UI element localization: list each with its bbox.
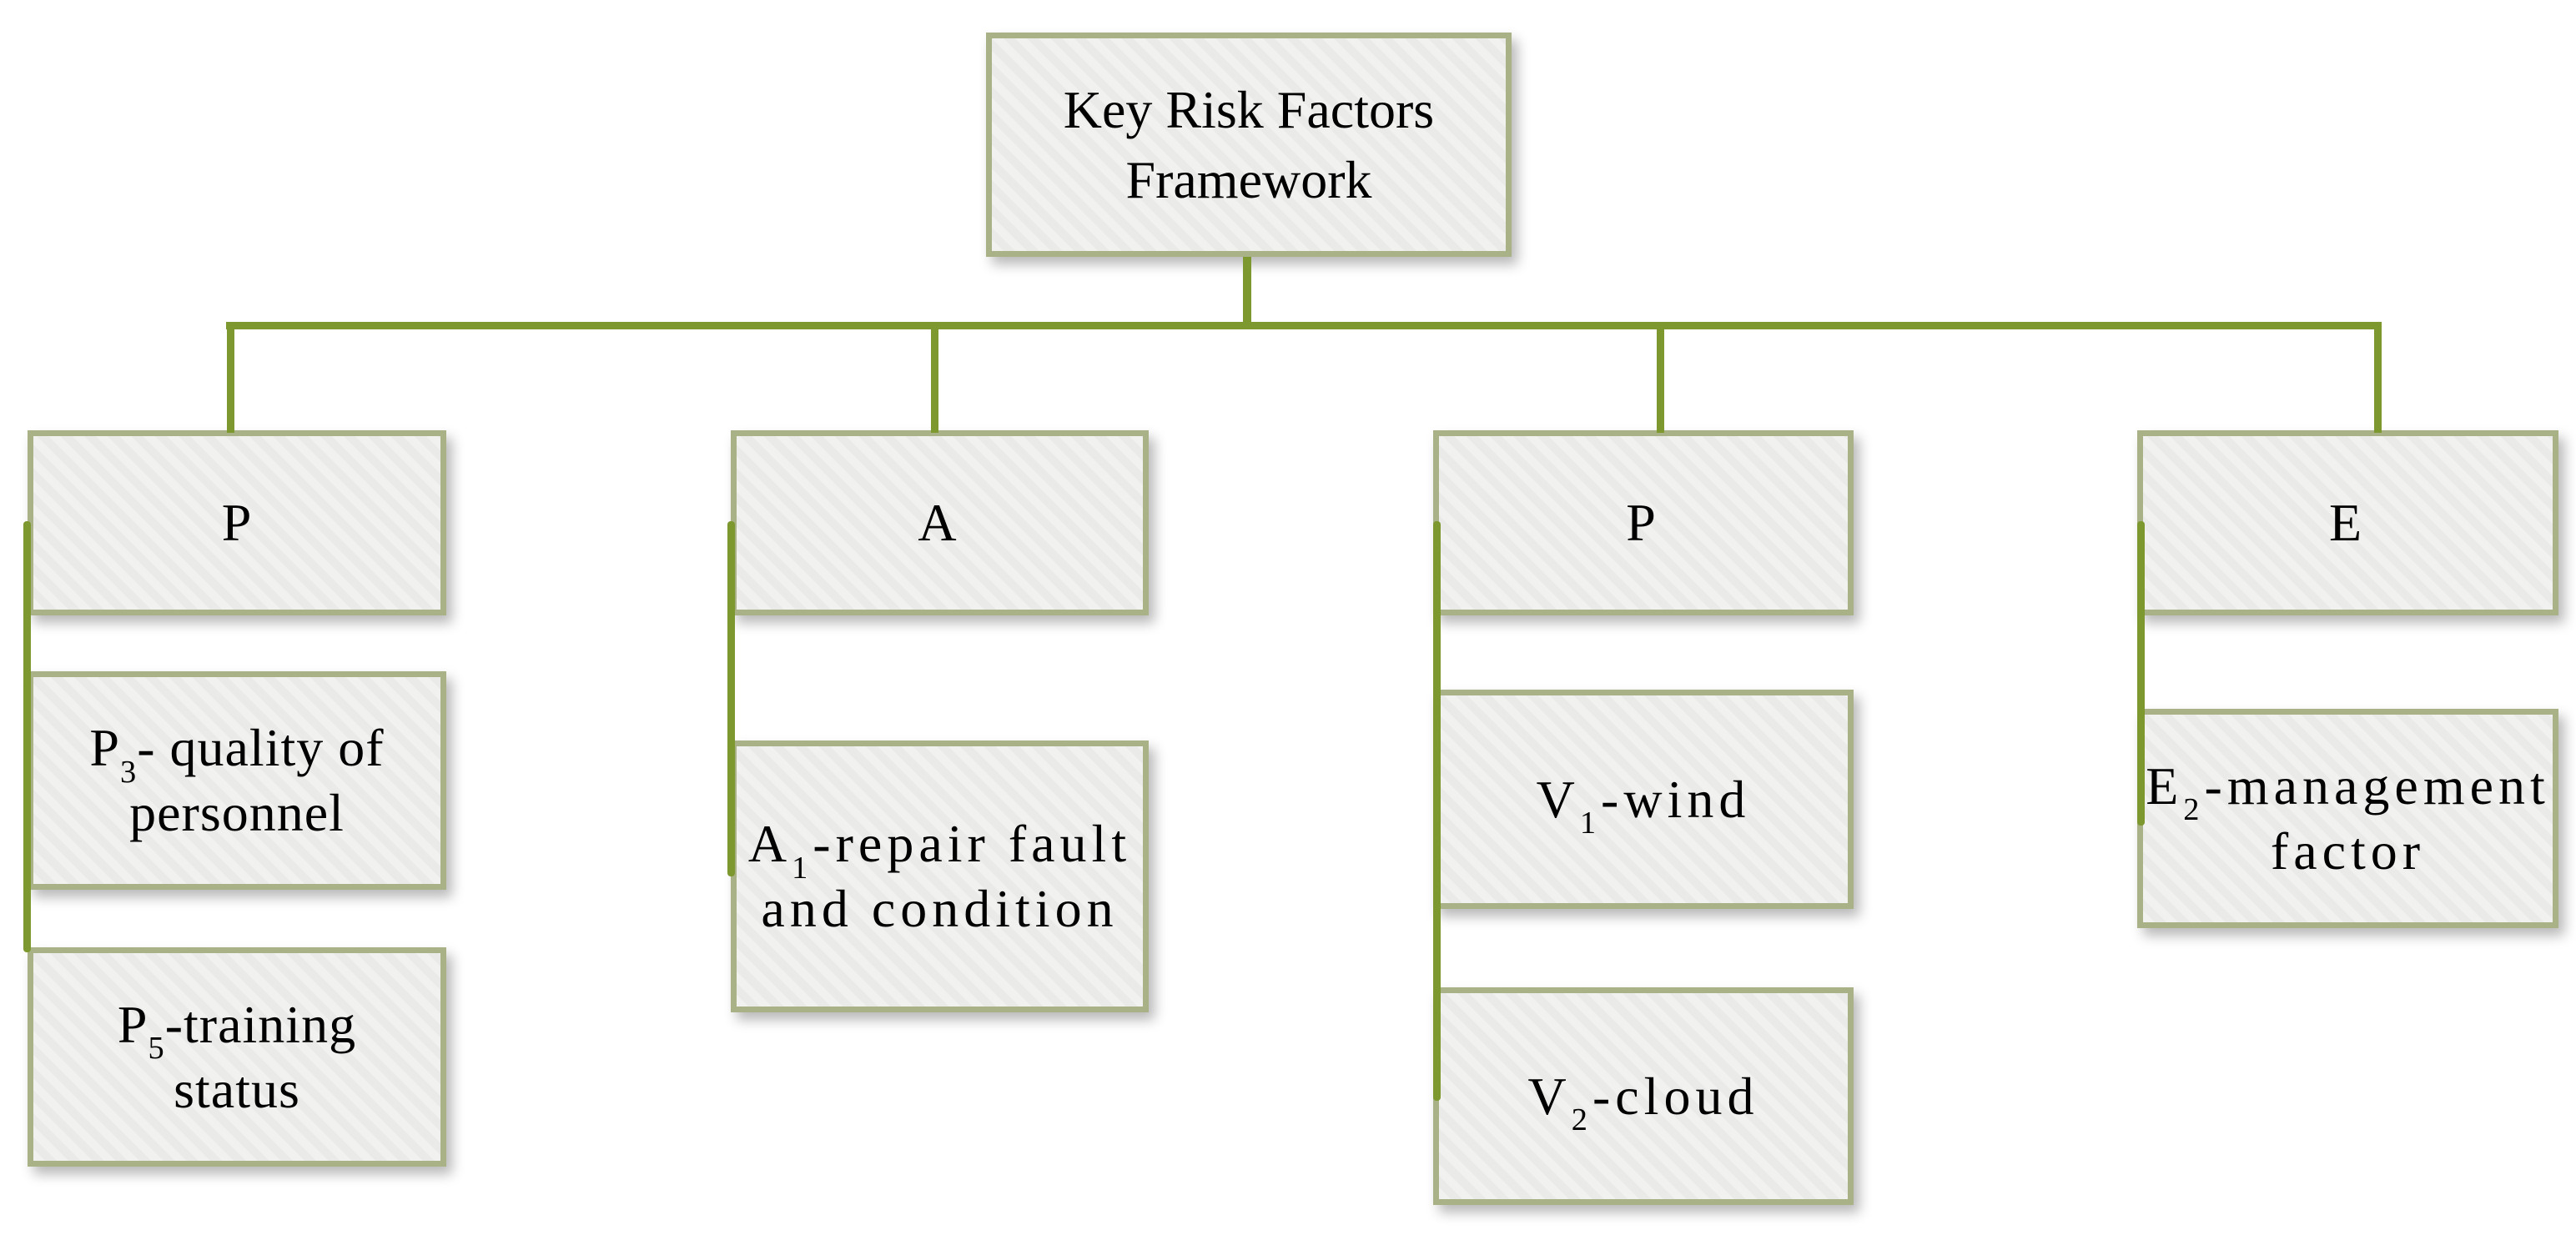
node-child-v1-wind: V1-wind (1433, 690, 1854, 909)
connector-drop-col2 (931, 329, 938, 433)
connector-spine-col1 (23, 521, 31, 952)
node-group-label: E (2328, 493, 2367, 552)
node-group-label: P (1626, 493, 1661, 552)
node-group-e: E (2137, 430, 2558, 615)
node-child-p3-quality-of-personnel: P3- quality of personnel (28, 671, 446, 890)
node-child-line1: E2-management (2146, 756, 2550, 828)
connector-horizontal-bar (226, 322, 2382, 329)
node-child-line2: status (174, 1059, 300, 1119)
node-root-line2: Framework (1125, 149, 1372, 209)
connector-spine-col2 (727, 521, 735, 876)
subscript: 1 (1579, 806, 1602, 841)
node-group-label: A (918, 493, 962, 552)
node-root: Key Risk Factors Framework (986, 33, 1512, 257)
node-child-line1: P3- quality of (89, 718, 385, 790)
subscript: 1 (792, 850, 813, 886)
node-child-v2-cloud: V2-cloud (1433, 987, 1854, 1205)
node-child-line1: P5-training (117, 994, 357, 1067)
node-group-label: P (221, 493, 253, 552)
node-child-line1: V2-cloud (1527, 1066, 1759, 1138)
subscript: 2 (2183, 792, 2205, 828)
node-child-a1-repair-fault-and-condition: A1-repair fault and condition (731, 740, 1149, 1012)
node-child-e2-management-factor: E2-management factor (2137, 709, 2558, 928)
node-group-p-weather: P (1433, 430, 1854, 615)
node-group-a: A (731, 430, 1149, 615)
node-child-line2: factor (2270, 821, 2426, 881)
connector-spine-col4 (2137, 521, 2145, 826)
connector-spine-col3 (1433, 521, 1441, 1101)
connector-drop-col1 (227, 329, 234, 433)
subscript: 2 (1571, 1102, 1592, 1138)
node-child-line1: V1-wind (1536, 769, 1751, 841)
subscript: 3 (120, 754, 138, 790)
subscript: 5 (148, 1031, 165, 1067)
connector-drop-col3 (1657, 329, 1664, 433)
node-root-line1: Key Risk Factors (1063, 79, 1435, 139)
node-child-line2: personnel (129, 783, 345, 842)
node-child-line1: A1-repair fault (747, 814, 1132, 886)
connector-drop-col4 (2374, 329, 2382, 433)
node-child-p5-training-status: P5-training status (28, 947, 446, 1167)
connector-root-stub (1243, 257, 1251, 324)
node-child-line2: and condition (761, 879, 1119, 938)
node-group-p-personnel: P (28, 430, 446, 615)
